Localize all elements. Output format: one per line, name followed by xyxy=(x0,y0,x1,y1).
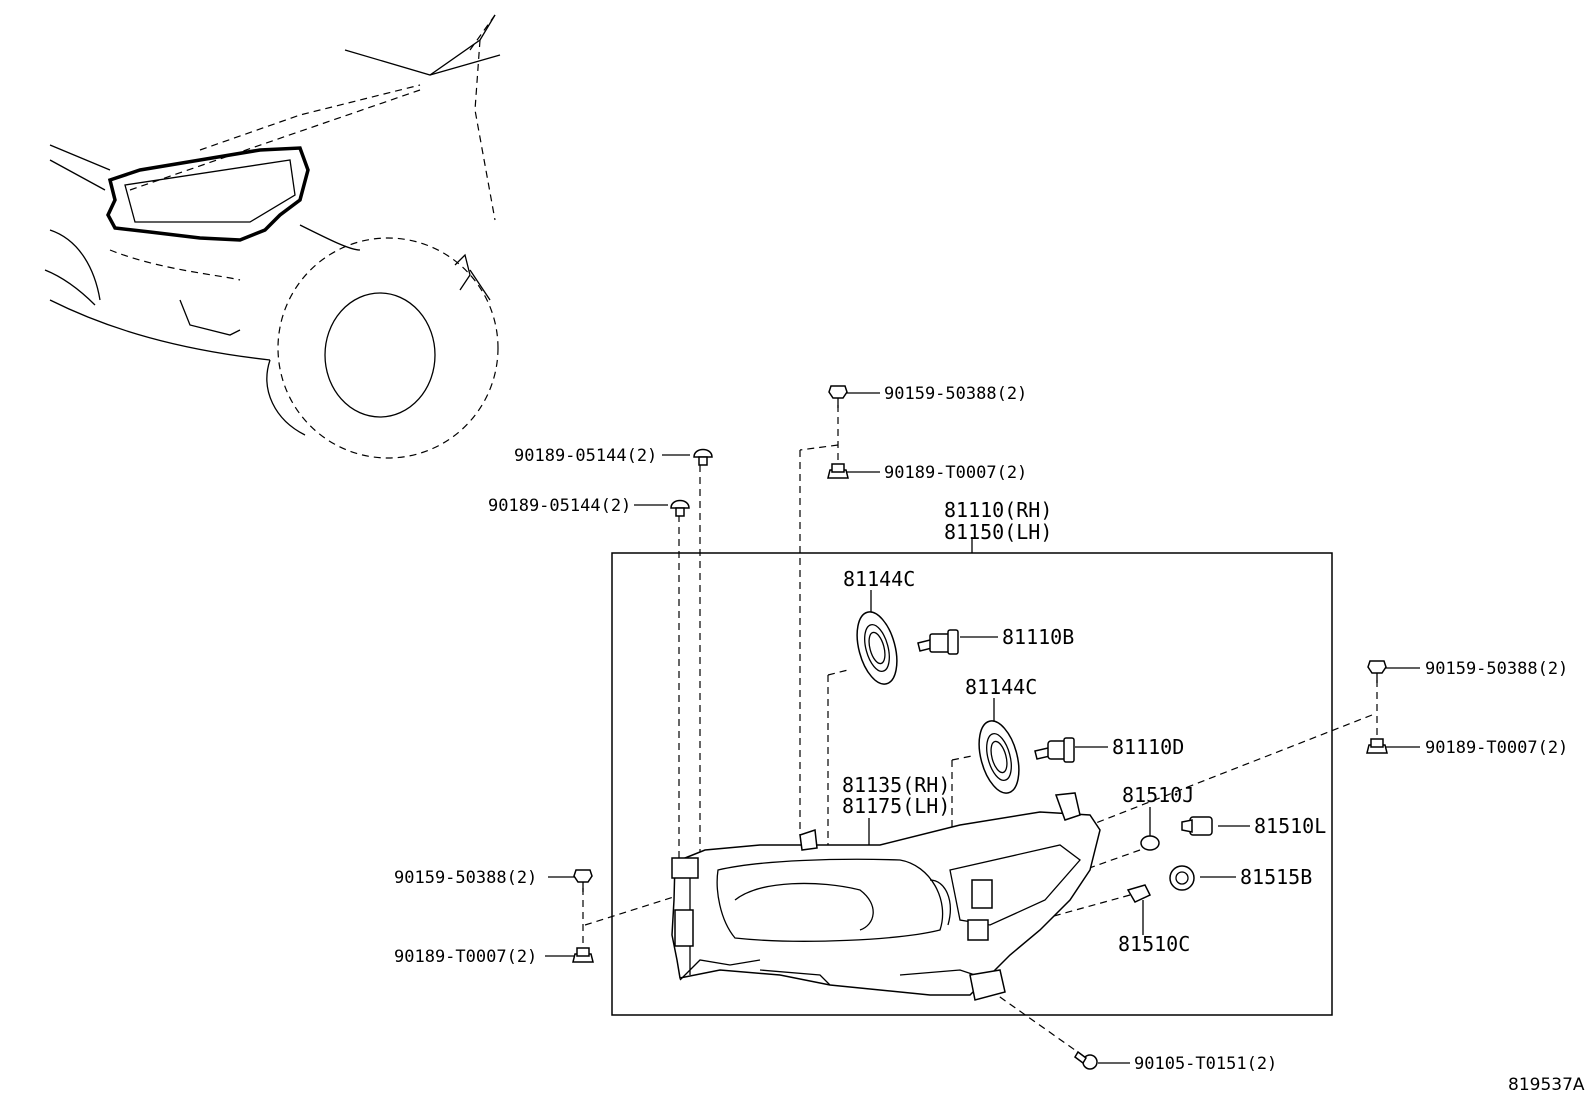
label-81110d: 81110D xyxy=(1112,735,1184,759)
label-81510l: 81510L xyxy=(1254,814,1326,838)
vehicle-overview-illustration xyxy=(44,14,501,459)
seal-81144c-upper xyxy=(856,611,898,685)
bulb-81110d xyxy=(1034,737,1075,763)
label-81144c-lower: 81144C xyxy=(965,675,1037,699)
nut-90189-left xyxy=(572,947,594,963)
label-90189-t0007-top: 90189-T0007(2) xyxy=(884,463,1027,483)
seal-81144c-lower xyxy=(978,720,1020,794)
diagram-id: 819537A xyxy=(1508,1075,1585,1095)
bulb-81110b xyxy=(917,629,959,655)
bulb-81510c xyxy=(1126,884,1152,903)
label-81135-rh: 81135(RH) xyxy=(842,773,950,797)
label-90159-top: 90159-50388(2) xyxy=(884,384,1027,404)
label-90159-left: 90159-50388(2) xyxy=(394,868,537,888)
headlamp-housing xyxy=(671,792,1101,1001)
screw-90105 xyxy=(1074,1050,1098,1070)
label-81510c: 81510C xyxy=(1118,932,1190,956)
socket-81510l xyxy=(1181,816,1213,836)
clip-90189-05144-b xyxy=(670,499,690,517)
label-90189-t0007-right: 90189-T0007(2) xyxy=(1425,738,1568,758)
label-81110b: 81110B xyxy=(1002,625,1074,649)
bulb-81510j xyxy=(1140,835,1160,851)
part-labels: 90159-50388(2) 90189-T0007(2) 90189-0514… xyxy=(394,384,1585,1095)
bolt-90159-top xyxy=(828,385,848,408)
label-90189-t0007-left: 90189-T0007(2) xyxy=(394,947,537,967)
label-81510j: 81510J xyxy=(1122,783,1194,807)
label-90189-05144-b: 90189-05144(2) xyxy=(488,496,631,516)
label-90189-05144-a: 90189-05144(2) xyxy=(514,446,657,466)
label-90105: 90105-T0151(2) xyxy=(1134,1054,1277,1074)
socket-81515b xyxy=(1169,865,1195,891)
label-assembly-lh: 81150(LH) xyxy=(944,520,1052,544)
label-81144c-upper: 81144C xyxy=(843,567,915,591)
label-90159-right: 90159-50388(2) xyxy=(1425,659,1568,679)
label-81175-lh: 81175(LH) xyxy=(842,794,950,818)
label-assembly-rh: 81110(RH) xyxy=(944,498,1052,522)
label-81515b: 81515B xyxy=(1240,865,1312,889)
nut-90189-right xyxy=(1366,738,1388,754)
nut-90189-top xyxy=(827,463,849,479)
clip-90189-05144-a xyxy=(693,448,713,466)
bolt-90159-right xyxy=(1367,660,1387,683)
bolt-90159-left xyxy=(573,869,593,892)
fastener-icons xyxy=(572,385,1388,1070)
